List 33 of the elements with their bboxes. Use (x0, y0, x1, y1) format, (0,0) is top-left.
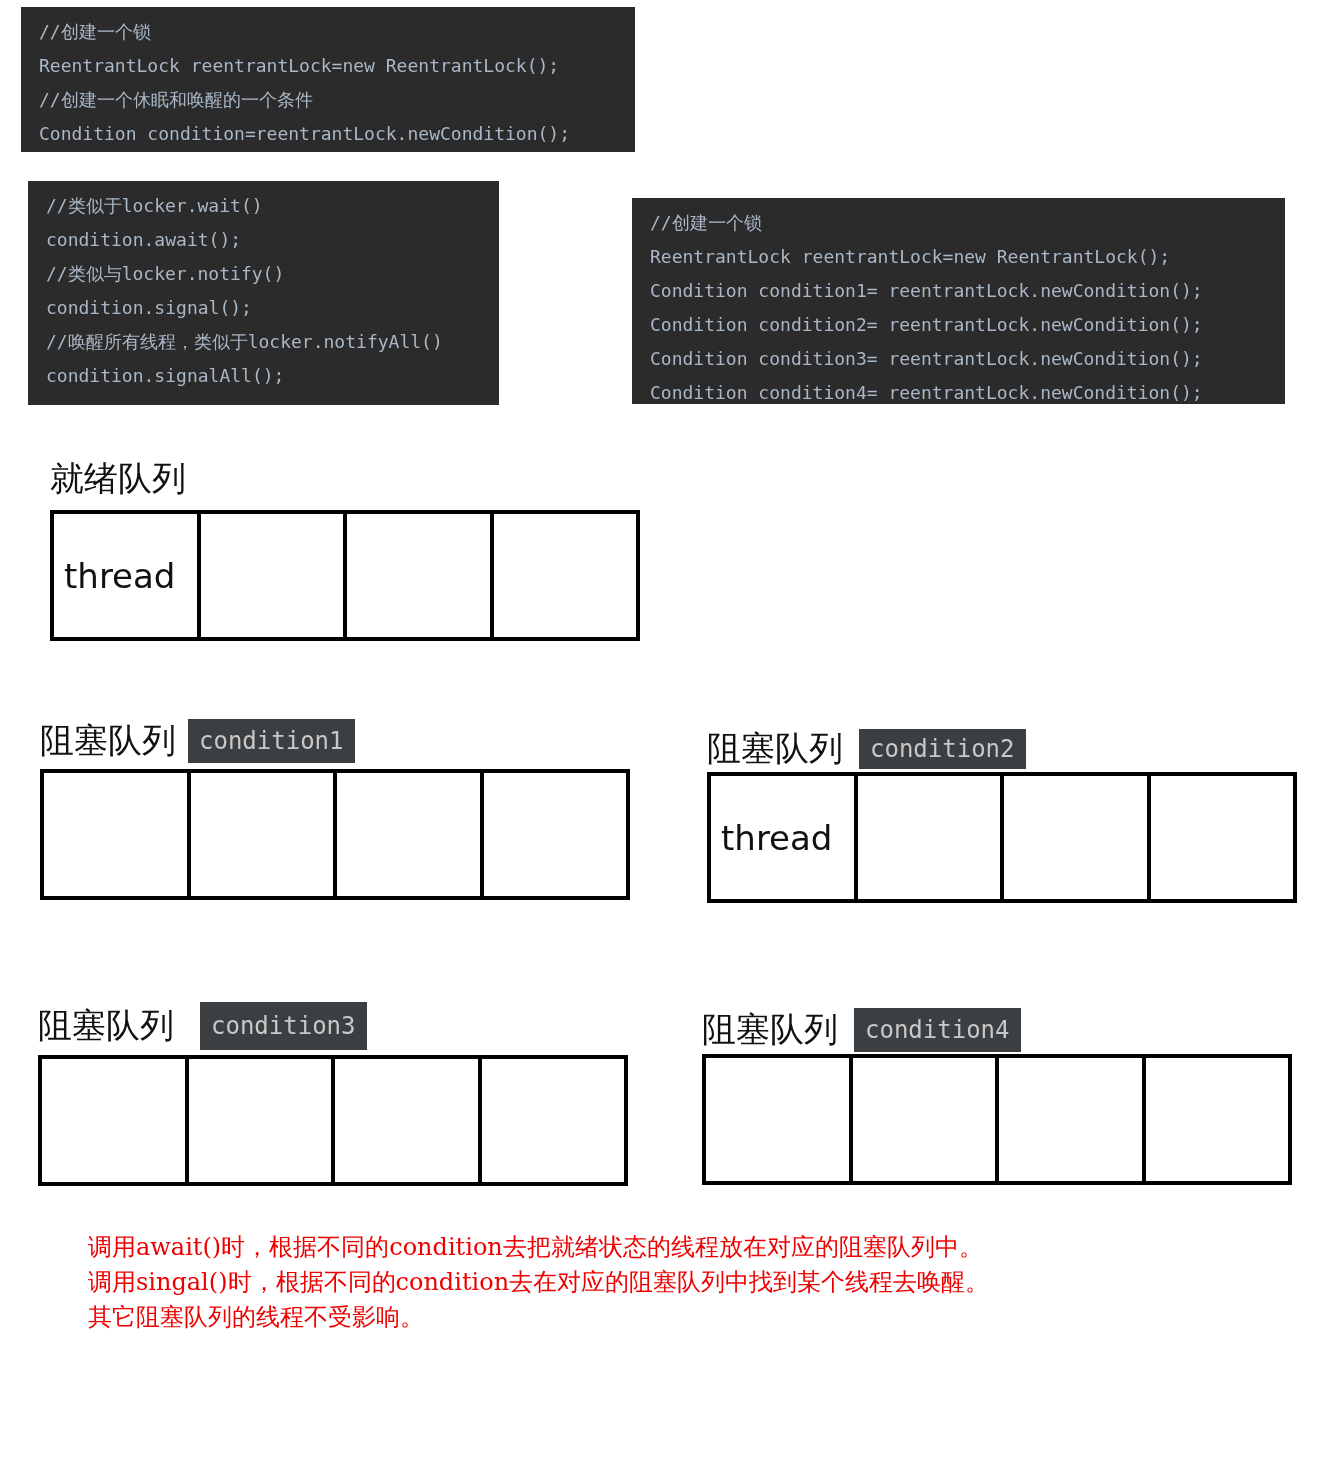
thread-label: thread (721, 817, 833, 858)
code-panel (21, 7, 635, 152)
code-line: condition.await(); (46, 228, 243, 252)
queue-title: 就绪队列 (50, 457, 186, 500)
condition-tag: condition2 (859, 729, 1026, 769)
code-line: Condition condition=reentrantLock.newCondition(); (39, 122, 571, 146)
thread-label: thread (64, 555, 176, 596)
queue-title: 阻塞队列 (702, 1008, 838, 1051)
condition-tag: condition4 (854, 1008, 1021, 1052)
code-line: ReentrantLock reentrantLock=new ReentrantLock(); (650, 245, 1172, 269)
queue-title: 阻塞队列 (40, 719, 176, 762)
condition-tag: condition1 (188, 719, 355, 763)
code-line: //创建一个锁 (650, 211, 763, 235)
code-line: condition.signalAll(); (46, 364, 286, 388)
note-text: 调用await()时，根据不同的condition去把就绪状态的线程放在对应的阻塞队列中。 (88, 1232, 984, 1263)
code-line: //类似于locker.wait() (46, 194, 264, 218)
condition-tag: condition3 (200, 1001, 367, 1050)
code-panel (632, 198, 1285, 404)
code-line: condition.signal(); (46, 296, 253, 320)
queue-title: 阻塞队列 (707, 727, 843, 770)
code-line: //创建一个锁 (39, 20, 152, 44)
code-line: ReentrantLock reentrantLock=new ReentrantLock(); (39, 54, 561, 78)
queue-title: 阻塞队列 (38, 1003, 174, 1047)
code-line: Condition condition3= reentrantLock.newCondition(); (650, 347, 1204, 371)
code-line: Condition condition4= reentrantLock.newCondition(); (650, 381, 1204, 405)
note-text: 调用singal()时，根据不同的condition去在对应的阻塞队列中找到某个线程去唤醒。 (88, 1267, 990, 1298)
note-text: 其它阻塞队列的线程不受影响。 (88, 1302, 425, 1333)
code-line: Condition condition1= reentrantLock.newCondition(); (650, 279, 1204, 303)
code-line: Condition condition2= reentrantLock.newCondition(); (650, 313, 1204, 337)
code-panel (28, 181, 499, 405)
code-line: //类似与locker.notify() (46, 262, 286, 286)
code-line: //创建一个休眠和唤醒的一个条件 (39, 88, 314, 112)
code-line: //唤醒所有线程，类似于locker.notifyAll() (46, 330, 444, 354)
